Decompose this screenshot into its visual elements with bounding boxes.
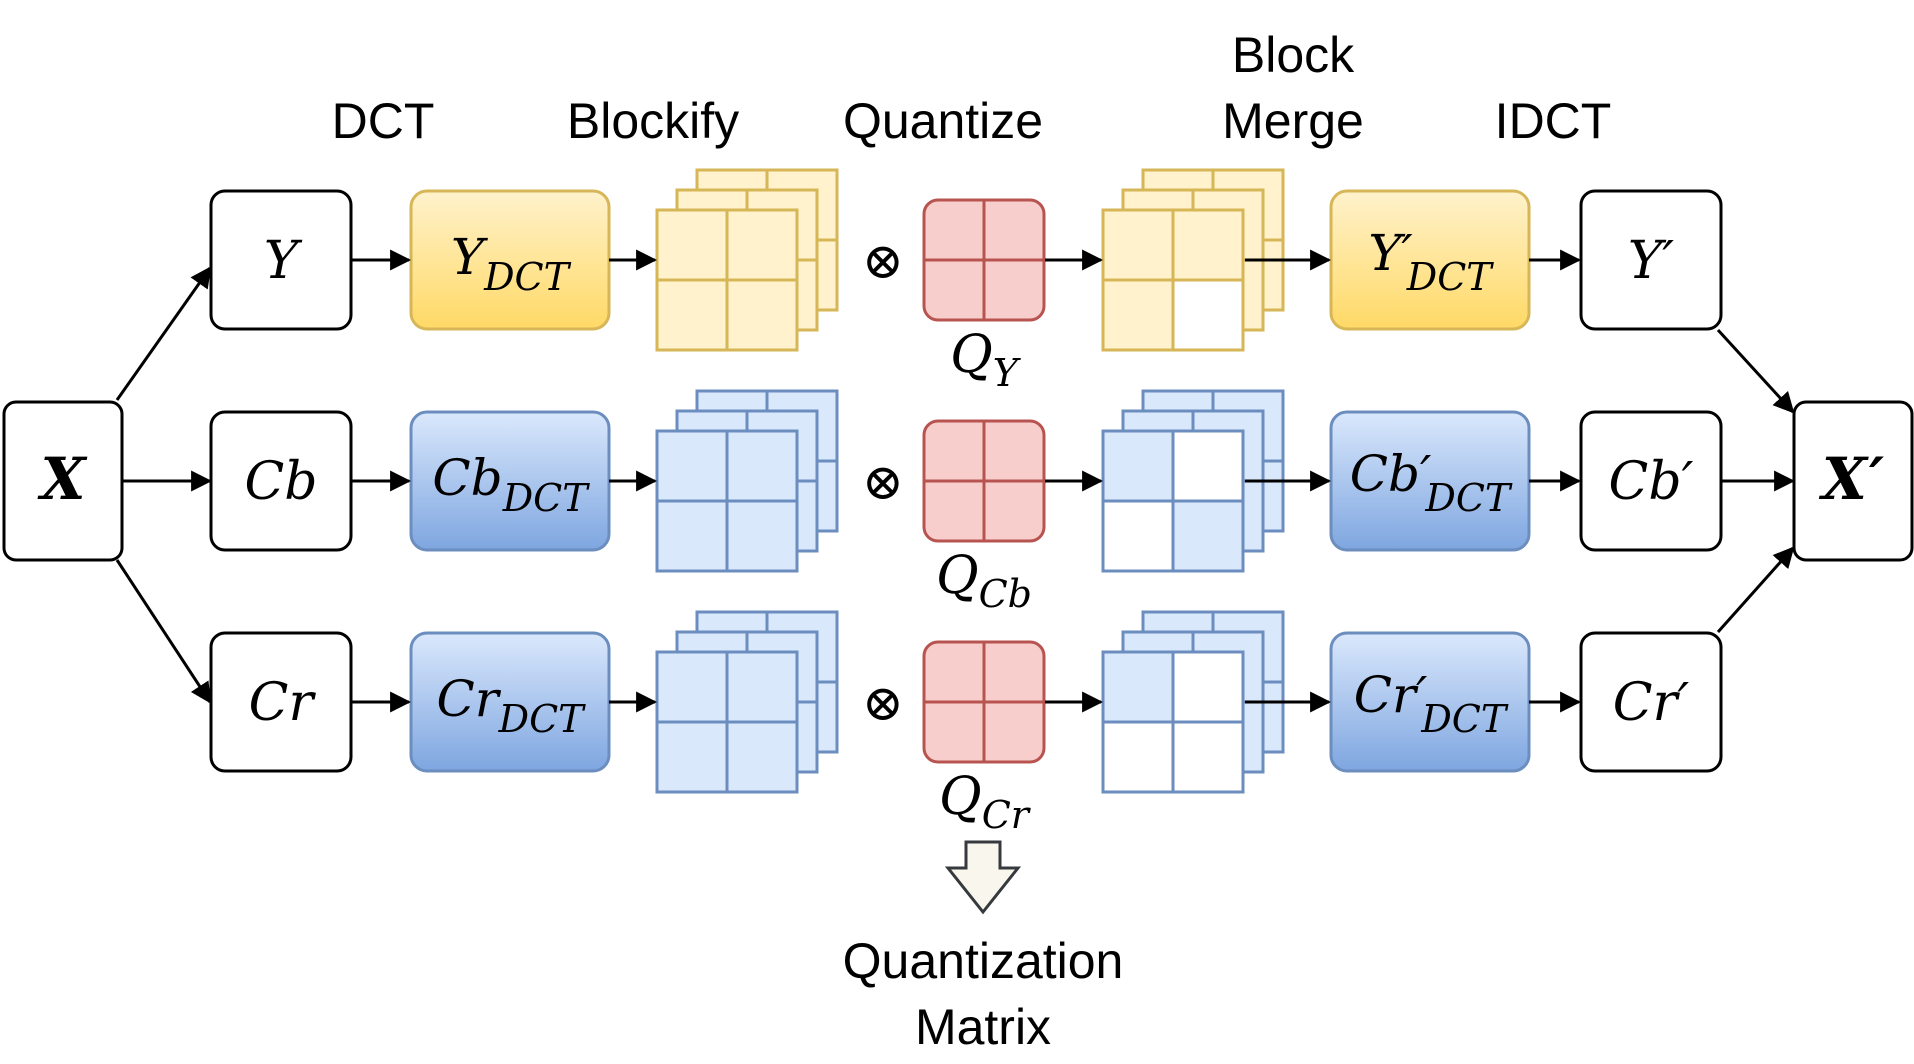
dct-prime-label-y: Y′DCT	[1368, 224, 1494, 299]
blockify-stack-y	[655, 168, 839, 352]
edge-y-prime-to-x-prime	[1716, 328, 1795, 414]
footer-line2: Matrix	[915, 999, 1051, 1055]
merge-stack-cb	[1101, 389, 1285, 573]
merge-stack-y	[1101, 168, 1285, 352]
footer-line1: Quantization	[843, 933, 1124, 989]
header-block-merge-line1: Block	[1232, 27, 1355, 83]
quant-label-y: QY	[950, 325, 1022, 395]
channel-prime-label-y: Y′	[1628, 231, 1674, 291]
header-dct: DCT	[332, 93, 435, 149]
input-symbol: X	[36, 445, 87, 513]
dct-prime-label-cb: Cb′DCT	[1350, 445, 1513, 520]
input-node-x: X	[2, 400, 124, 562]
dct-channel-cb: Cb	[432, 449, 502, 507]
channel-prime-label-cr: Cr′	[1613, 673, 1690, 733]
dct-label-cb: CbDCT	[432, 449, 590, 520]
output-node-x-prime: X′	[1792, 400, 1914, 562]
header-idct: IDCT	[1495, 93, 1612, 149]
quant-sub-cr: Cr	[982, 793, 1032, 837]
quant-sub-y: Y	[993, 351, 1022, 395]
channel-label-cb: Cb	[244, 452, 317, 512]
dct-sub-cr: DCT	[498, 697, 587, 741]
channel-label-y: Y	[264, 231, 303, 291]
blockify-stack-cr	[655, 610, 839, 794]
channel-label-cr: Cr	[249, 673, 317, 733]
edge-x-to-cr	[115, 559, 212, 704]
dct-prime-label-cr: Cr′DCT	[1354, 666, 1509, 741]
down-arrow-icon	[944, 840, 1022, 915]
multiply-icon: ⊗	[862, 232, 904, 290]
edge-x-to-y	[115, 266, 212, 401]
dct-label-y: YDCT	[451, 228, 572, 299]
quant-label-cb: QCb	[936, 546, 1032, 616]
quant-label-cr: QCr	[939, 767, 1032, 837]
multiply-icon: ⊗	[862, 453, 904, 511]
blockify-stack-cb	[655, 389, 839, 573]
header-block-merge-line2: Merge	[1222, 93, 1364, 149]
edge-cr-prime-to-x-prime	[1716, 546, 1795, 633]
channel-prime-label-cb: Cb′	[1609, 452, 1694, 512]
header-quantize: Quantize	[843, 93, 1043, 149]
output-prime: ′	[1869, 445, 1884, 513]
dct-channel-y: Y	[451, 228, 488, 286]
dct-sub-cb: DCT	[502, 476, 591, 520]
quant-sub-cb: Cb	[979, 572, 1032, 616]
svg-text:X′: X′	[1818, 445, 1884, 513]
dct-channel-cr: Cr	[436, 670, 501, 728]
dct-sub-y: DCT	[483, 255, 572, 299]
dct-label-cr: CrDCT	[436, 670, 586, 741]
header-blockify: Blockify	[567, 93, 739, 149]
output-symbol: X	[1818, 445, 1869, 513]
multiply-icon: ⊗	[862, 674, 904, 732]
